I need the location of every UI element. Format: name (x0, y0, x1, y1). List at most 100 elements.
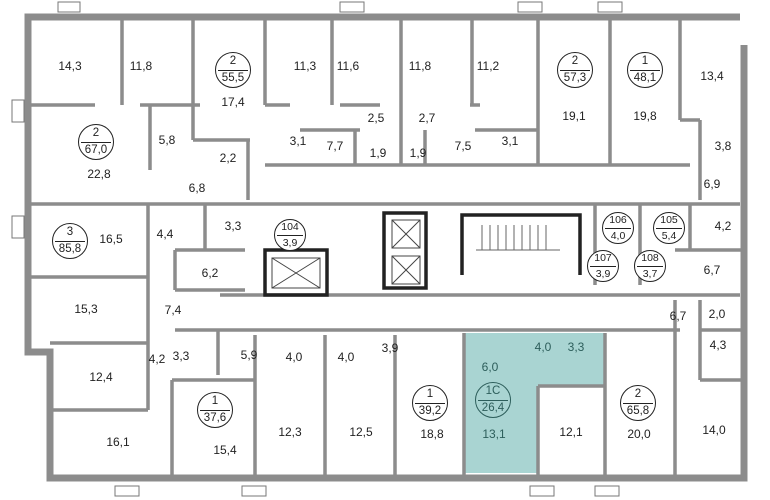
room-area: 16,5 (99, 232, 123, 246)
room-area: 14,3 (58, 59, 82, 73)
room-area: 2,7 (418, 111, 436, 125)
room-area: 12,1 (559, 425, 583, 439)
room-area: 7,4 (164, 303, 182, 317)
room-area: 3,3 (172, 349, 190, 363)
room-area: 2,5 (367, 111, 385, 125)
storage-number: 108 (641, 252, 659, 264)
apartment-area: 67,0 (81, 142, 111, 160)
storage-area: 3,9 (590, 266, 616, 282)
room-area: 2,2 (219, 151, 237, 165)
room-area: 14,0 (702, 423, 726, 437)
room-area: 4,0 (337, 350, 355, 364)
storage-area: 3,7 (637, 266, 663, 282)
room-area: 1,9 (369, 146, 387, 160)
apartment-rooms: 2 (571, 55, 579, 67)
apartment-rooms: 1С (485, 385, 501, 397)
room-area: 3,8 (714, 139, 732, 153)
room-area: 22,8 (87, 167, 111, 181)
room-area: 7,5 (454, 139, 472, 153)
elevators (271, 219, 421, 289)
room-area: 11,2 (476, 59, 500, 73)
storage-area: 3,9 (277, 235, 303, 251)
room-area: 17,4 (221, 95, 245, 109)
room-area: 3,3 (224, 219, 242, 233)
storage-area: 5,4 (656, 228, 682, 244)
room-area: 1,9 (409, 146, 427, 160)
room-area: 15,3 (74, 302, 98, 316)
room-area: 6,0 (481, 360, 499, 374)
apartment-badge-highlighted[interactable]: 1С 26,4 (475, 382, 511, 418)
room-area: 4,0 (285, 350, 303, 364)
room-area: 16,1 (106, 435, 130, 449)
apartment-rooms: 1 (426, 388, 434, 400)
room-area: 4,2 (148, 352, 166, 366)
apartment-rooms: 1 (641, 55, 649, 67)
apartment-rooms: 2 (634, 388, 642, 400)
room-area: 5,9 (240, 348, 258, 362)
apartment-area: 37,6 (200, 410, 230, 428)
room-area: 11,8 (408, 59, 432, 73)
room-area: 11,6 (336, 59, 360, 73)
room-area: 11,3 (293, 59, 317, 73)
apartment-area: 39,2 (415, 403, 445, 421)
apartment-rooms: 1 (211, 395, 219, 407)
room-area: 3,3 (567, 340, 585, 354)
room-area: 12,5 (349, 425, 373, 439)
storage-number: 107 (594, 252, 612, 264)
room-area: 4,4 (156, 227, 174, 241)
apartment-rooms: 2 (92, 127, 100, 139)
room-area: 19,8 (633, 109, 657, 123)
room-area: 4,0 (534, 340, 552, 354)
storage-number: 106 (609, 214, 627, 226)
room-area: 20,0 (627, 427, 651, 441)
room-area: 13,4 (700, 69, 724, 83)
room-area: 13,1 (482, 427, 506, 441)
room-area: 12,4 (89, 370, 113, 384)
room-area: 3,1 (501, 134, 519, 148)
room-area: 6,7 (669, 309, 687, 323)
storage-number: 105 (660, 214, 678, 226)
room-area: 5,8 (158, 133, 176, 147)
room-area: 2,0 (708, 307, 726, 321)
room-area: 18,8 (420, 427, 444, 441)
room-area: 19,1 (562, 109, 586, 123)
room-area: 6,7 (703, 263, 721, 277)
outer-walls (24, 13, 748, 482)
room-area: 15,4 (213, 443, 237, 457)
room-area: 4,2 (714, 219, 732, 233)
apartment-area: 85,8 (55, 241, 85, 259)
core-walls (263, 211, 582, 297)
apartment-area: 57,3 (560, 70, 590, 88)
apartment-rooms: 2 (229, 55, 237, 67)
windows (11, 1, 623, 497)
highlighted-apartment-fill (464, 333, 605, 473)
apartment-area: 65,8 (623, 403, 653, 421)
storage-number: 104 (281, 221, 299, 233)
stairs (476, 225, 560, 251)
room-area: 3,1 (289, 134, 307, 148)
apartment-area: 26,4 (478, 400, 508, 418)
apartment-area: 48,1 (630, 70, 660, 88)
apartment-rooms: 3 (66, 226, 74, 238)
room-area: 11,8 (129, 59, 153, 73)
apartment-area: 55,5 (218, 70, 248, 88)
room-area: 6,2 (201, 266, 219, 280)
interior-walls (28, 20, 744, 478)
room-area: 7,7 (326, 139, 344, 153)
room-area: 12,3 (278, 425, 302, 439)
